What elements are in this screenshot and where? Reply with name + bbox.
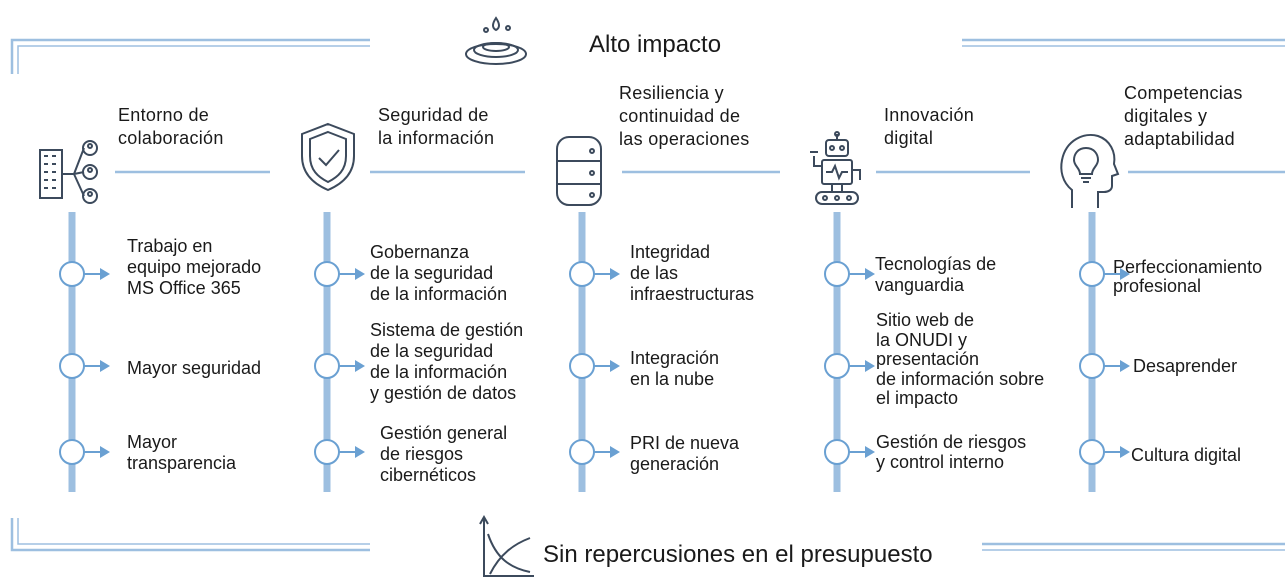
timeline-node [314,353,340,379]
timeline-node [569,439,595,465]
timeline-node [59,353,85,379]
list-item: Integración en la nube [630,348,720,389]
column-title-innovation: Innovación digital [884,105,975,148]
list-item: Sitio web de la ONUDI y presentación de … [876,310,1045,408]
timeline-node [1079,439,1105,465]
head-lightbulb-icon [1056,130,1120,210]
list-item: Mayor transparencia [127,432,237,473]
timeline-node [314,261,340,287]
arrow-right-icon [355,268,365,280]
list-item: Gobernanza de la seguridad de la informa… [370,242,508,304]
arrow-right-icon [610,446,620,458]
list-item: Tecnologías de vanguardia [875,254,997,295]
arrow-right-icon [100,446,110,458]
database-server-icon [554,134,604,208]
timeline-node [59,439,85,465]
list-item: Gestión general de riesgos cibernéticos [380,423,508,485]
list-item: Integridad de las infraestructuras [630,242,755,304]
column-title-resilience: Resiliencia y continuidad de las operaci… [619,83,750,149]
list-item: Gestión de riesgos y control interno [876,432,1027,472]
robot-icon [808,130,866,210]
arrow-right-icon [355,360,365,372]
water-drop-ripple-icon [462,14,530,66]
column-title-collaboration: Entorno de colaboración [118,105,224,148]
list-item: Trabajo en equipo mejorado MS Office 365 [127,236,262,298]
column-title-security: Seguridad de la información [378,105,495,148]
arrow-right-icon [355,446,365,458]
list-item: Mayor seguridad [127,358,262,378]
arrow-right-icon [865,360,875,372]
arrow-right-icon [100,268,110,280]
timeline-node [824,353,850,379]
banner-top-label: Alto impacto [589,31,722,58]
arrow-right-icon [610,268,620,280]
arrow-right-icon [100,360,110,372]
timeline-node [314,439,340,465]
timeline-node [1079,353,1105,379]
arrow-right-icon [1120,360,1130,372]
timeline-node [1079,261,1105,287]
building-network-people-icon [34,136,106,208]
timeline-node [569,261,595,287]
timeline-node [59,261,85,287]
arrow-right-icon [865,268,875,280]
declining-cost-chart-icon [474,514,536,582]
timeline-node [824,261,850,287]
list-item: Cultura digital [1131,445,1242,465]
arrow-right-icon [1120,446,1130,458]
list-item: Sistema de gestión de la seguridad de la… [370,320,524,403]
timeline-node [824,439,850,465]
arrow-right-icon [610,360,620,372]
list-item: Desaprender [1133,356,1238,376]
list-item: PRI de nueva generación [630,433,740,474]
banner-bottom-label: Sin repercusiones en el presupuesto [543,541,933,568]
shield-check-icon [298,120,358,194]
arrow-right-icon [865,446,875,458]
arrow-right-icon [1120,268,1130,280]
timeline-node [569,353,595,379]
column-title-competencies: Competencias digitales y adaptabilidad [1124,83,1243,149]
list-item: Perfeccionamiento profesional [1113,257,1263,296]
